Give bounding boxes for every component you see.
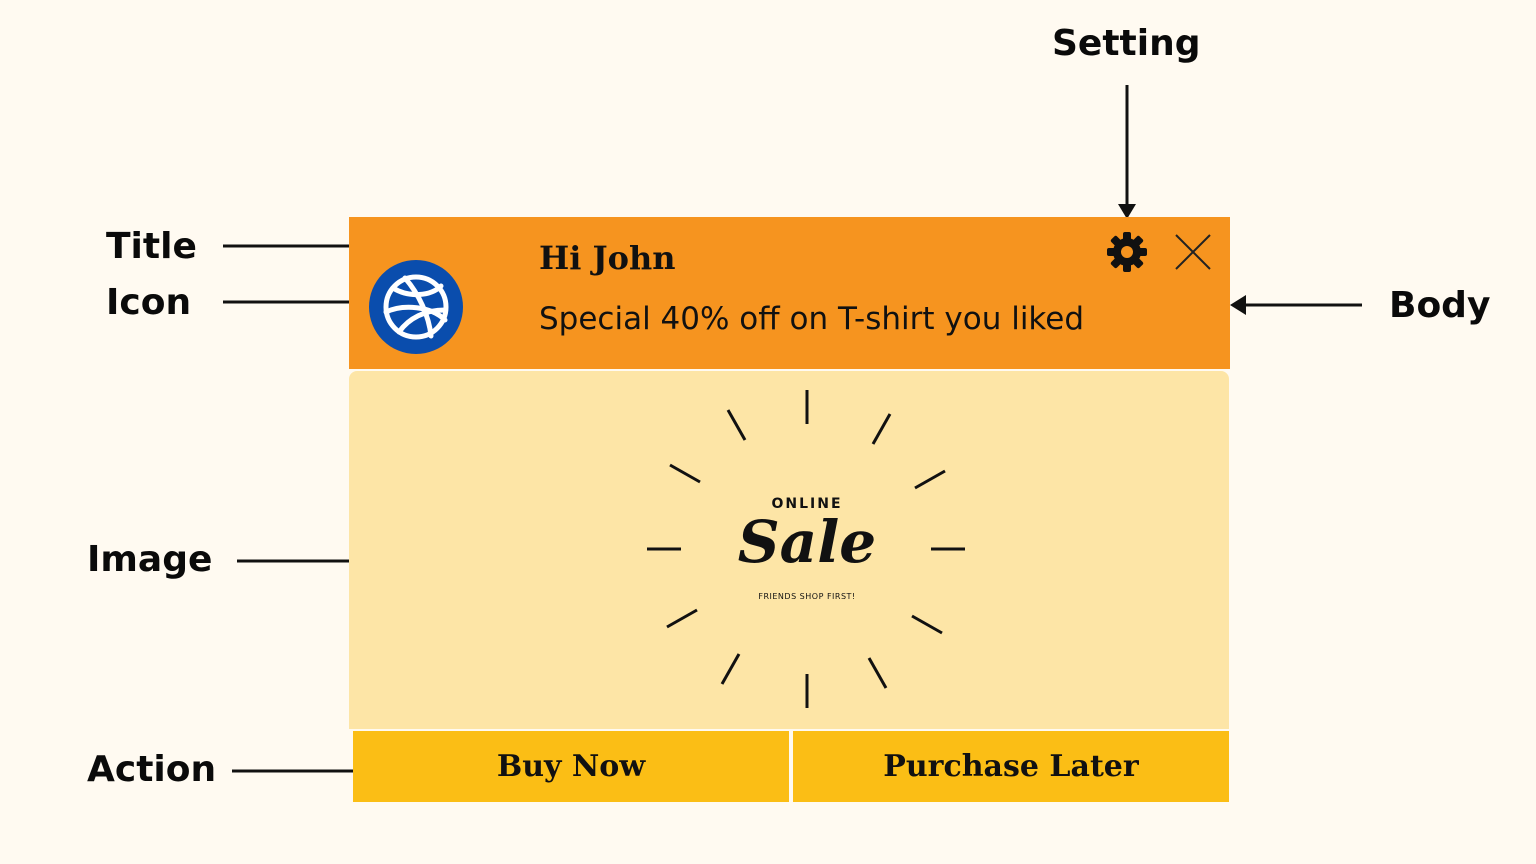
sale-kicker: ONLINE <box>771 496 843 512</box>
arrow-icon <box>223 291 370 313</box>
arrow-body <box>1230 295 1362 315</box>
notification-title: Hi John <box>539 239 676 277</box>
annotation-setting: Setting <box>1052 23 1201 64</box>
notification-header: Hi John Special 40% off on T-shirt you l… <box>349 217 1230 369</box>
notification-image: ONLINE Sale FRIENDS SHOP FIRST! <box>349 371 1229 729</box>
annotation-body: Body <box>1389 285 1491 326</box>
arrow-setting <box>1118 85 1136 219</box>
dribbble-icon <box>369 260 463 354</box>
annotation-action: Action <box>87 749 217 790</box>
annotation-title: Title <box>106 226 197 267</box>
sunburst-rays <box>647 390 965 708</box>
close-icon[interactable] <box>1174 233 1212 271</box>
notification-body: Special 40% off on T-shirt you liked <box>539 301 1085 337</box>
sale-headline: Sale <box>737 508 877 576</box>
annotation-image: Image <box>87 539 213 580</box>
gear-icon[interactable] <box>1105 230 1149 274</box>
sale-tagline: FRIENDS SHOP FIRST! <box>758 592 856 601</box>
buy-now-button[interactable]: Buy Now <box>353 731 789 802</box>
purchase-later-button[interactable]: Purchase Later <box>793 731 1229 802</box>
annotation-icon: Icon <box>106 282 192 323</box>
